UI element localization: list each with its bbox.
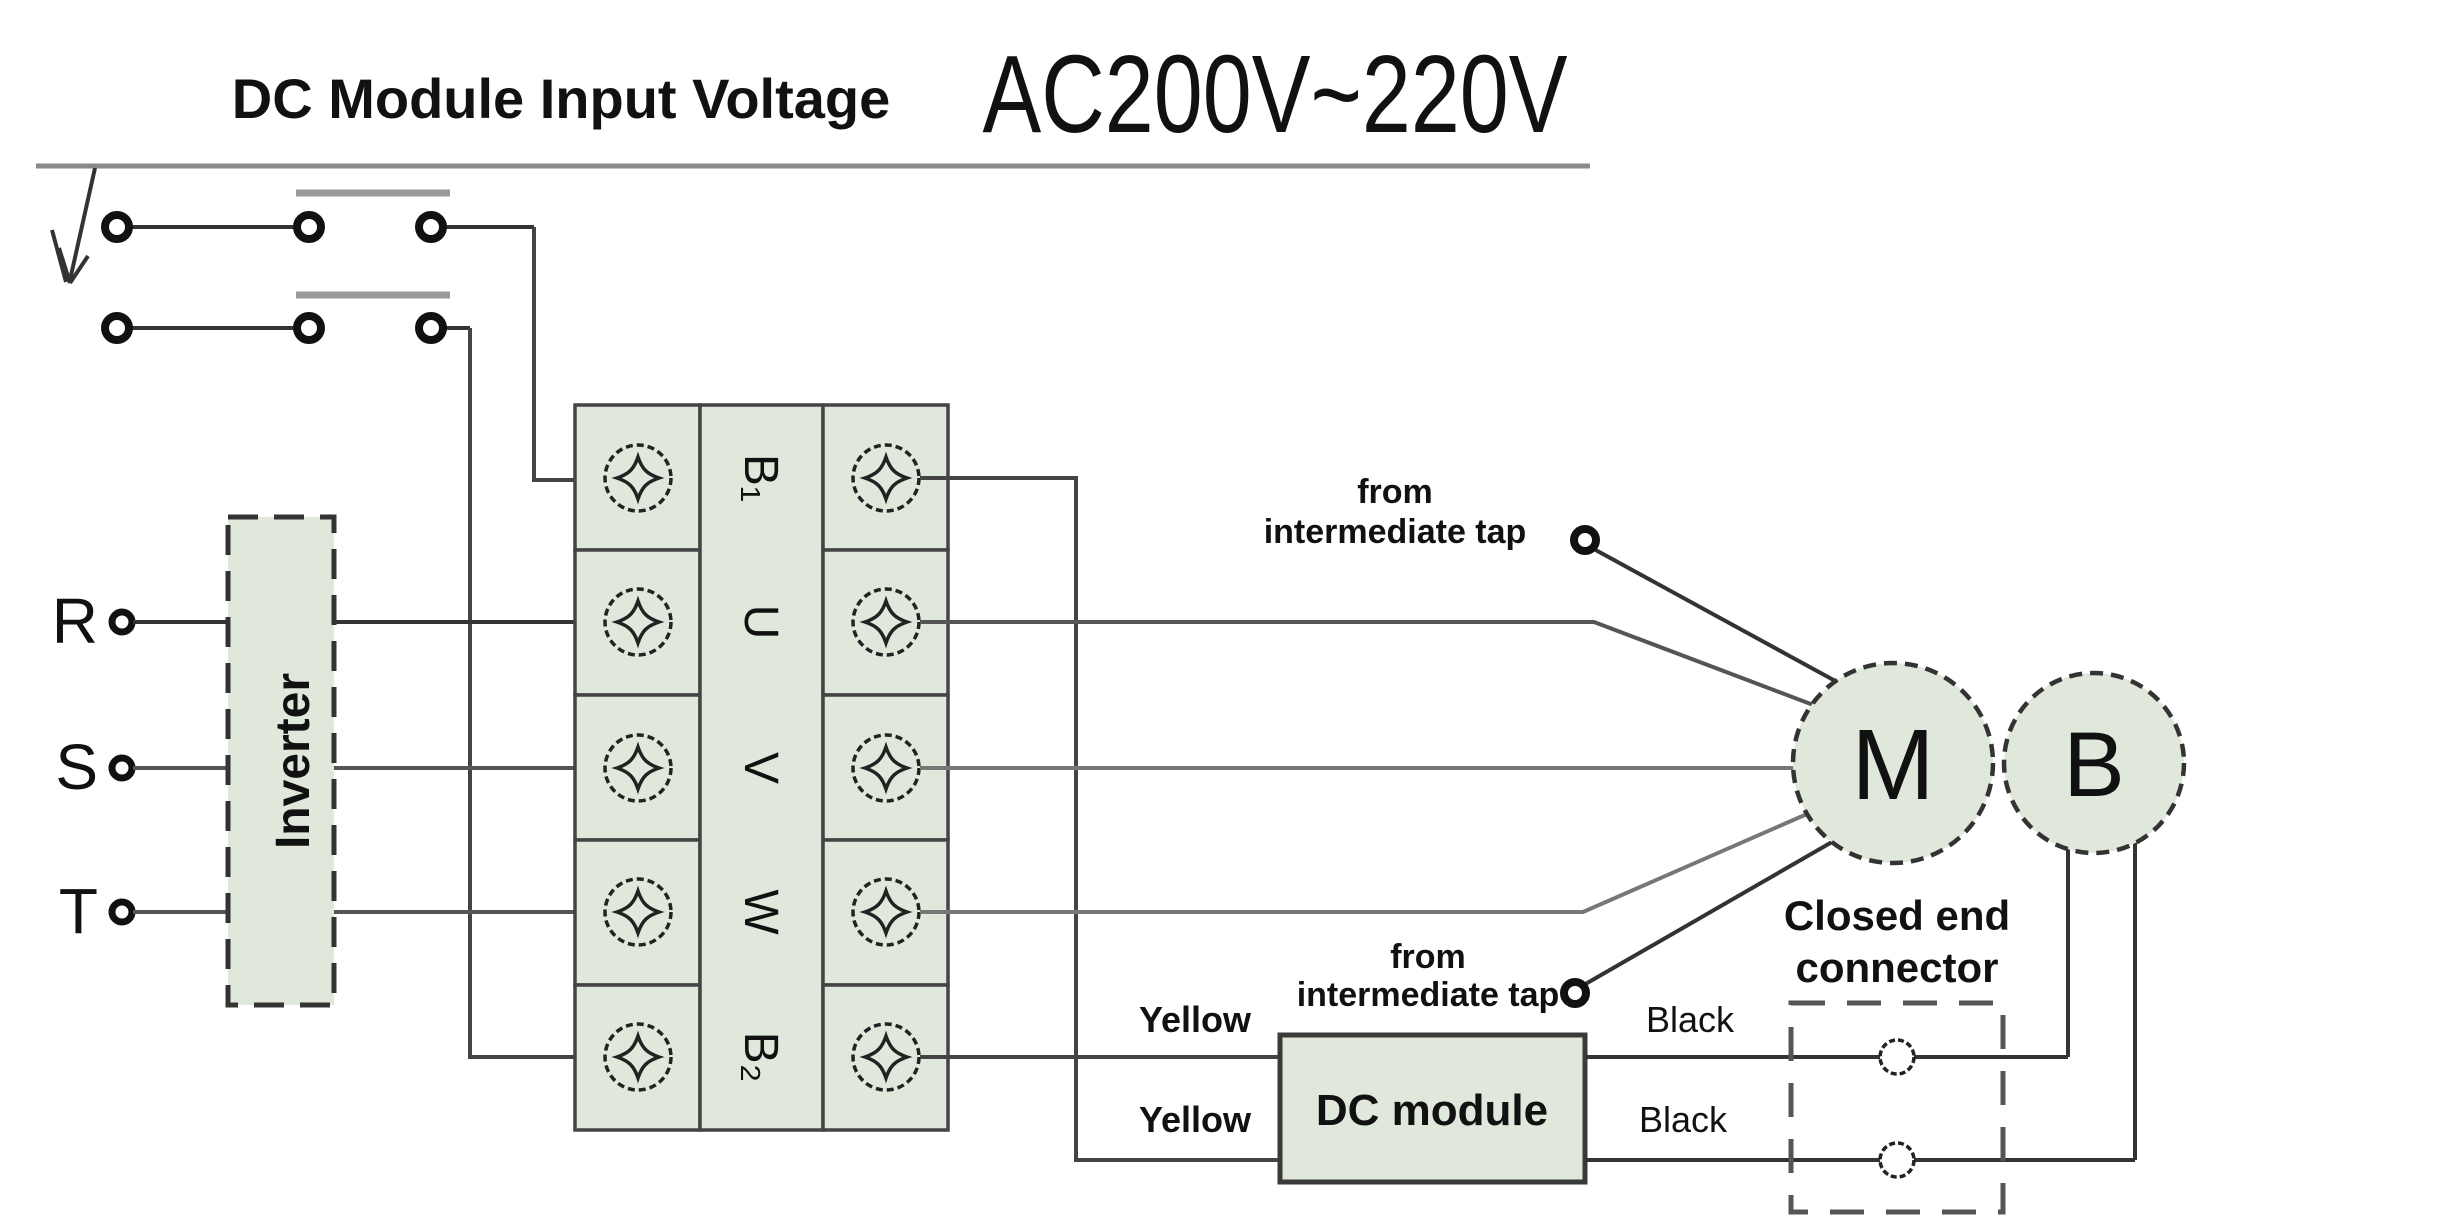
connector-box xyxy=(1788,1000,2006,1215)
motor-label: M xyxy=(1851,709,1934,821)
wire-u-to-motor xyxy=(920,620,1817,708)
phase-label-s: S xyxy=(55,731,98,803)
contact-terminal-icon xyxy=(293,312,325,344)
terminal-block: B₁ U V W B₂ xyxy=(573,403,950,1132)
connector-note-line1: Closed end xyxy=(1784,892,2010,939)
terminal-label-b1: B₁ xyxy=(734,454,787,502)
tap-note-upper-line2: intermediate tap xyxy=(1264,513,1527,551)
tap-upper: from intermediate tap xyxy=(1264,473,1840,685)
inverter-box xyxy=(225,514,337,1008)
tap-note-lower-line1: from xyxy=(1390,938,1466,976)
brake-circle xyxy=(2001,670,2187,856)
black-label-lower: Black xyxy=(1639,1099,1728,1140)
brake-leads xyxy=(2066,842,2137,1160)
screw-icon xyxy=(851,733,921,803)
contact-terminal-icon xyxy=(415,211,447,243)
yellow-label-lower: Yellow xyxy=(1139,1099,1252,1140)
supply-arrow xyxy=(50,167,97,285)
phase-input-r: R xyxy=(52,585,606,657)
screw-icon xyxy=(603,587,673,657)
tap-upper-wire xyxy=(1591,546,1840,685)
phase-label-t: T xyxy=(59,875,98,947)
inverter-label: Inverter xyxy=(267,673,320,849)
phase-input-s: S xyxy=(55,731,606,803)
screw-icon xyxy=(603,733,673,803)
phase-terminal-icon xyxy=(108,608,136,636)
screw-icon xyxy=(603,1022,673,1092)
motor-symbol: M xyxy=(1790,660,1996,866)
tap-lower-wire xyxy=(1581,840,1833,988)
screw-icon xyxy=(851,877,921,947)
tap-terminal-icon xyxy=(1560,978,1590,1008)
terminal-labels: B₁ U V W B₂ xyxy=(734,454,787,1082)
contactor-pole-1 xyxy=(101,189,604,482)
connector-note-line2: connector xyxy=(1795,944,1998,991)
input-voltage-label: AC200V~220V xyxy=(983,33,1568,156)
terminal-label-w: W xyxy=(734,889,787,935)
wire-to-b2-left xyxy=(468,328,604,1059)
tap-lower: from intermediate tap xyxy=(1297,840,1833,1014)
inverter-block: Inverter xyxy=(225,514,337,1008)
screw-icon xyxy=(851,443,921,513)
phase-label-r: R xyxy=(52,585,98,657)
wire-w-to-motor xyxy=(920,812,1808,914)
terminal-left-column xyxy=(573,403,702,1132)
screw-icon xyxy=(851,587,921,657)
black-label-upper: Black xyxy=(1646,999,1735,1040)
dc-module-block: Yellow Yellow DC module Black Black xyxy=(1139,999,2135,1185)
brake-symbol: B xyxy=(2001,670,2187,856)
closed-end-connector: Closed end connector xyxy=(1784,892,2010,1215)
motor-wires xyxy=(920,476,1817,1162)
terminal-label-v: V xyxy=(734,752,787,784)
screw-icon xyxy=(851,1022,921,1092)
terminal-label-b2: B₂ xyxy=(734,1032,787,1083)
connector-circle-icon xyxy=(1878,1038,1916,1076)
motor-circle xyxy=(1790,660,1996,866)
screw-icon xyxy=(603,443,673,513)
screw-icon xyxy=(603,877,673,947)
tap-terminal-icon xyxy=(1570,525,1600,555)
terminal-label-u: U xyxy=(734,605,787,640)
contact-terminal-icon xyxy=(101,312,133,344)
phase-input-t: T xyxy=(59,875,606,947)
diagram-title: DC Module Input Voltage xyxy=(232,67,890,130)
tap-note-lower-line2: intermediate tap xyxy=(1297,976,1560,1014)
contact-terminal-icon xyxy=(101,211,133,243)
yellow-label-upper: Yellow xyxy=(1139,999,1252,1040)
phase-terminal-icon xyxy=(108,898,136,926)
contactor-pole-2 xyxy=(101,291,604,1059)
wire-b1-to-dc-module xyxy=(920,476,1280,1162)
dc-module-label: DC module xyxy=(1316,1086,1548,1135)
connector-circle-icon xyxy=(1878,1141,1916,1179)
contact-terminal-icon xyxy=(293,211,325,243)
contact-terminal-icon xyxy=(415,312,447,344)
terminal-screws xyxy=(603,443,921,1092)
dc-module-box xyxy=(1277,1032,1588,1185)
phase-terminal-icon xyxy=(108,754,136,782)
tap-note-upper-line1: from xyxy=(1357,473,1433,511)
brake-label: B xyxy=(2063,714,2124,816)
